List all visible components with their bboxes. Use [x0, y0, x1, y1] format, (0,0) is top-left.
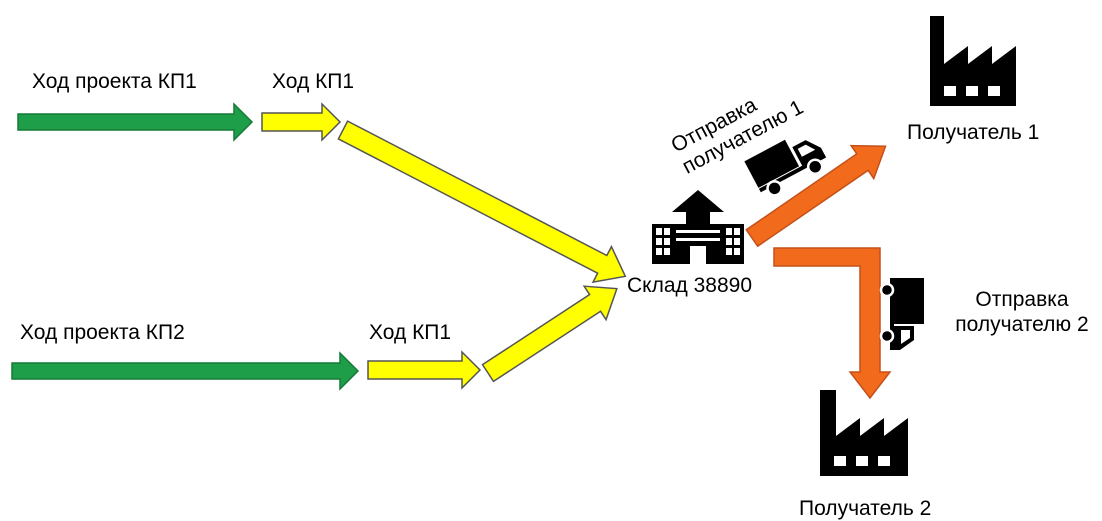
progress-kp2-arrow	[11, 351, 360, 391]
progress-kp2-label: Ход проекта КП2	[20, 321, 185, 344]
progress-kp1-arrow	[17, 102, 254, 142]
ship-recipient2-line2: получателю 2	[955, 313, 1088, 336]
move-kp1-bottom-diagonal-arrow	[481, 285, 618, 383]
progress-kp1-label: Ход проекта КП1	[32, 70, 197, 93]
move-kp1-bottom-arrow	[367, 350, 482, 390]
move-kp1-top-arrow	[261, 102, 342, 142]
warehouse-label: Склад 38890	[627, 274, 752, 297]
warehouse-building-icon	[652, 190, 744, 264]
ship-recipient1-arrow	[745, 144, 887, 248]
truck-icon	[879, 278, 924, 350]
move-kp1-top-diagonal-arrow	[337, 120, 627, 284]
ship-recipient2-line1: Отправка	[975, 288, 1068, 311]
move-kp1-bottom-label: Ход КП1	[369, 321, 451, 344]
recipient1-label: Получатель 1	[907, 121, 1039, 144]
move-kp1-top-label: Ход КП1	[272, 70, 354, 93]
truck-icon	[744, 139, 827, 197]
recipient2-label: Получатель 2	[799, 497, 931, 520]
factory-icon	[820, 390, 908, 476]
ship-recipient2-arrow	[773, 247, 892, 400]
factory-icon	[930, 16, 1016, 106]
